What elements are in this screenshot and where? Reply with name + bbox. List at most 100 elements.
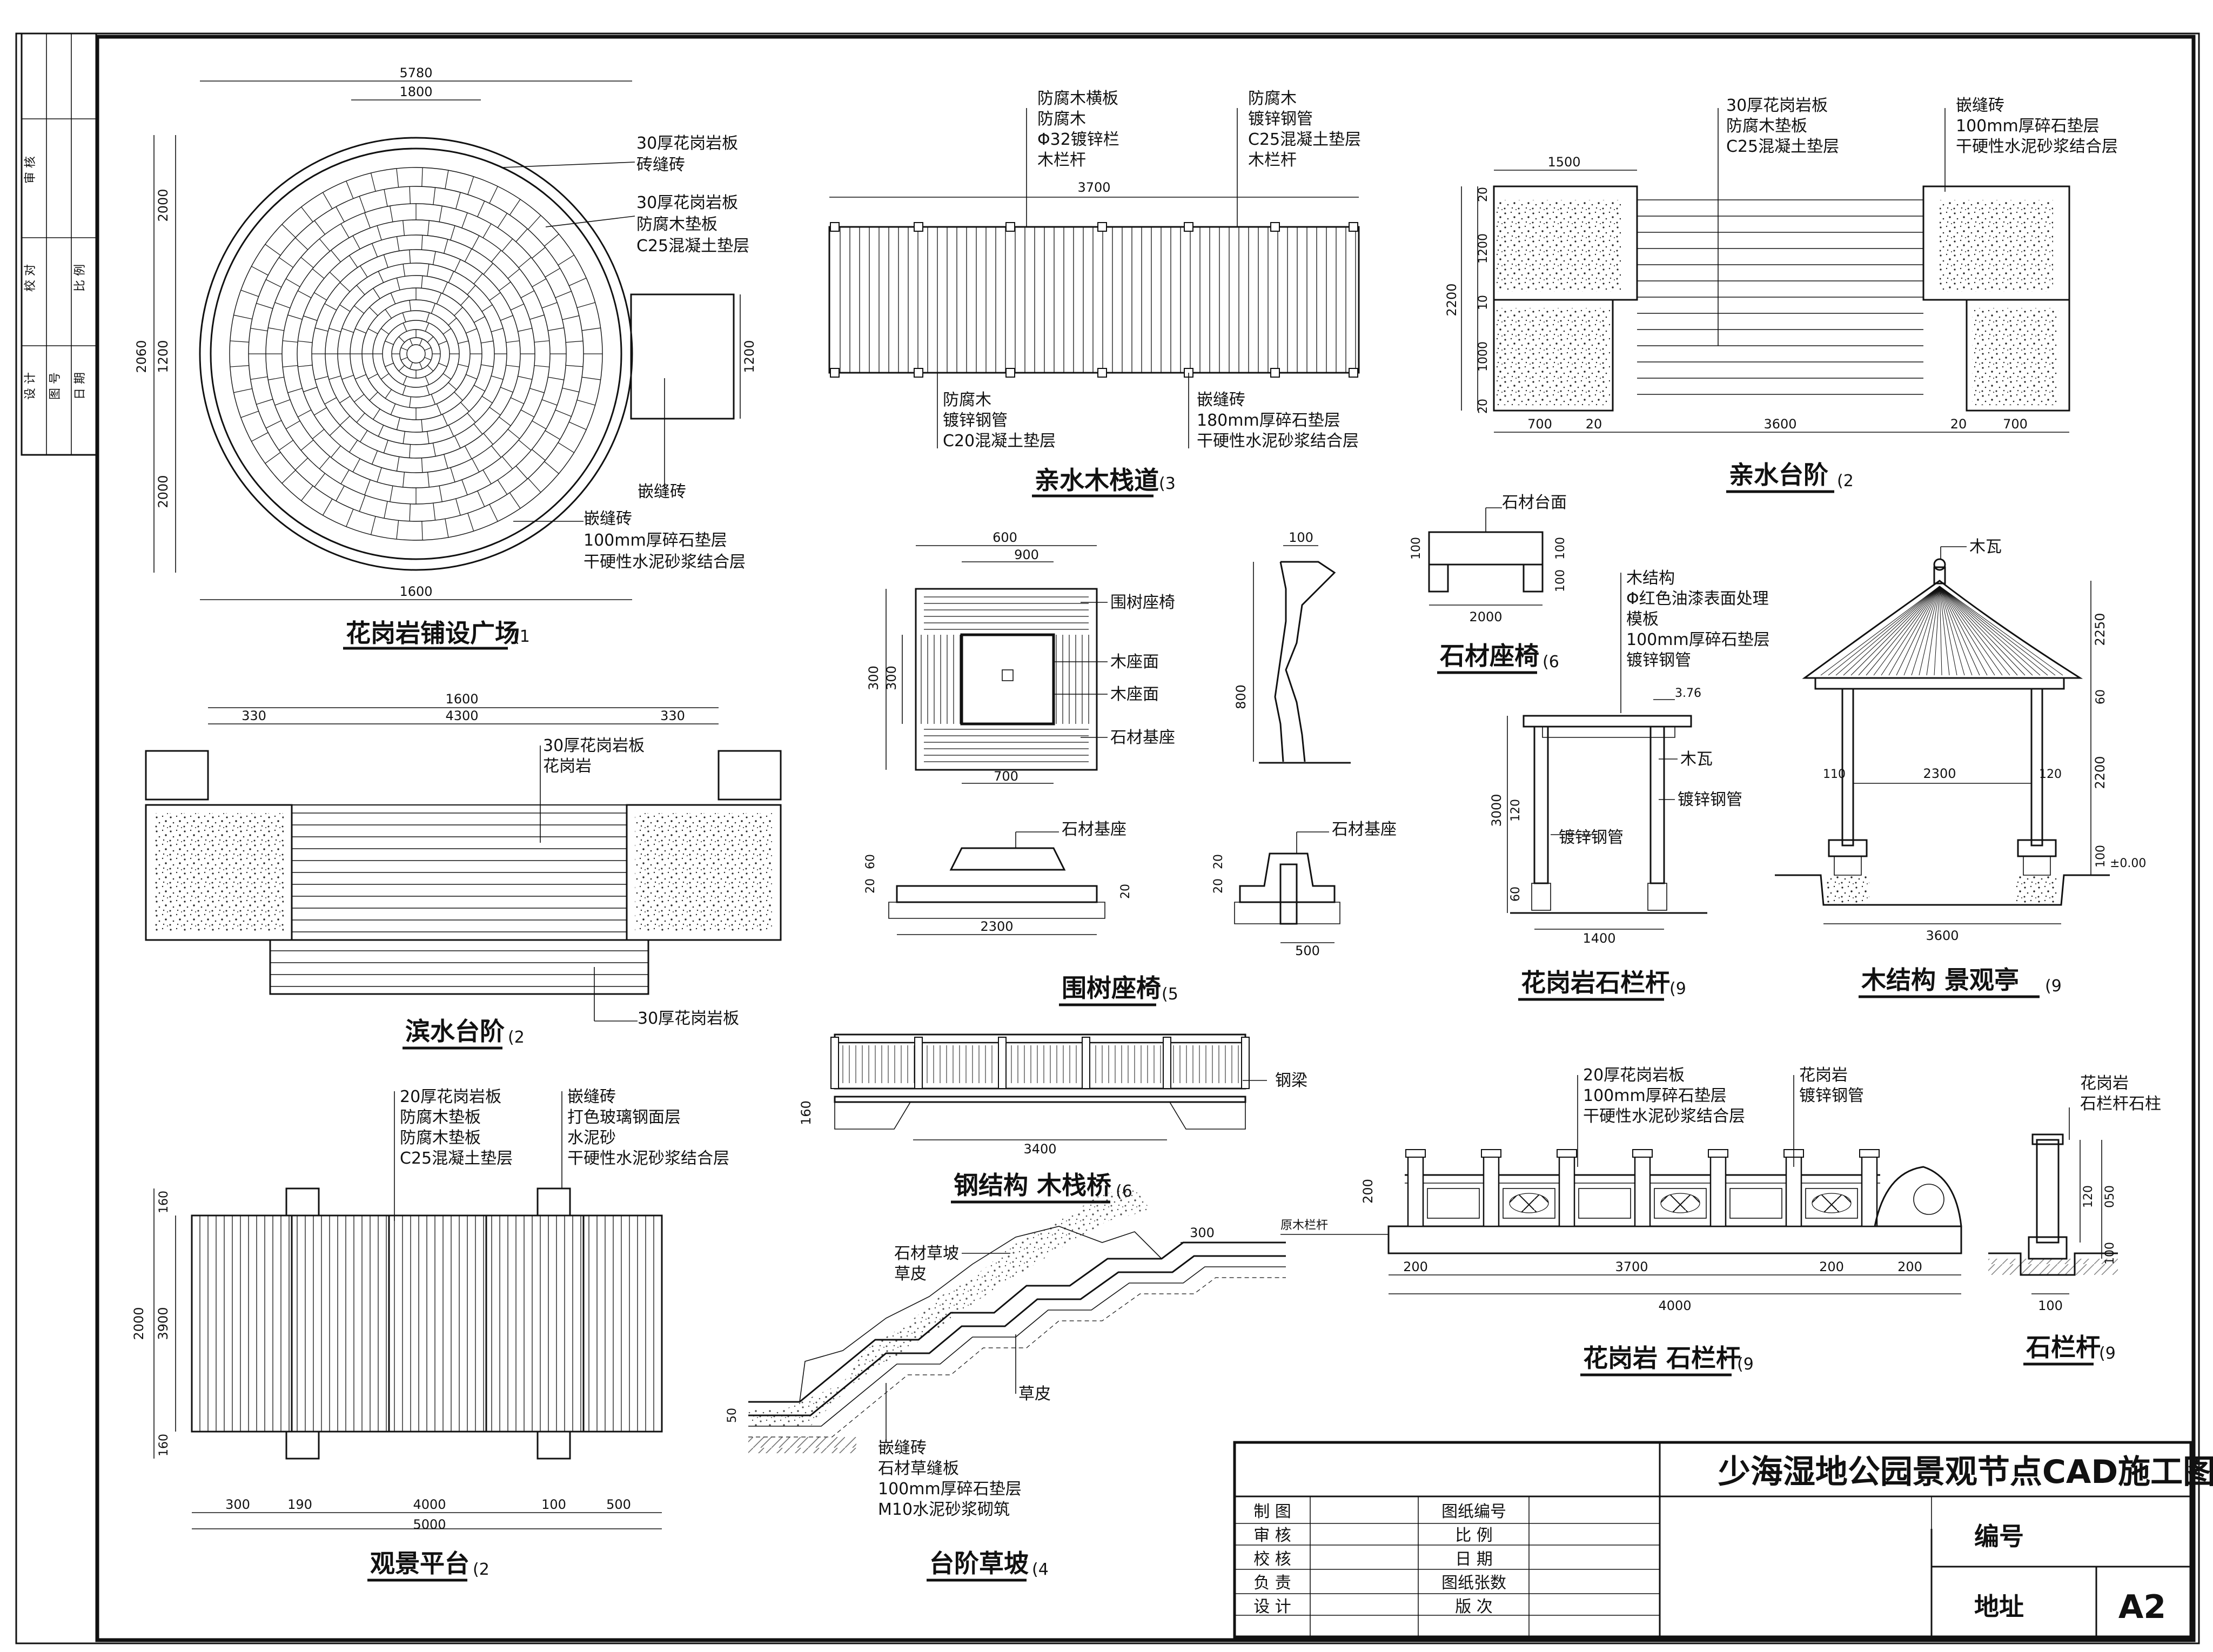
plaza-joint	[265, 452, 281, 464]
bridge-post	[830, 1037, 839, 1089]
plaza-joint	[489, 504, 498, 522]
tb-cell: 校 核	[1253, 1550, 1291, 1569]
railing-post	[1709, 1155, 1727, 1227]
plaza-label: 防腐木垫板	[636, 215, 717, 234]
plaza-joint	[279, 257, 293, 268]
plaza-joint	[438, 340, 447, 345]
plaza-joint	[532, 247, 546, 259]
plaza-joint	[352, 458, 360, 472]
baluster-dim: 100	[2103, 1242, 2117, 1265]
plaza-joint	[421, 235, 423, 250]
roof-tile	[1934, 586, 1940, 676]
slope-label: 嵌缝砖	[878, 1439, 927, 1458]
plaza-joint	[510, 304, 524, 311]
plaza-joint	[534, 365, 549, 367]
platform-dim: 300	[225, 1497, 250, 1512]
plaza-joint	[497, 213, 508, 228]
steps-b-title: 滨水台阶	[405, 1017, 505, 1046]
plaza-joint	[402, 312, 406, 323]
railing-dim: 200	[1403, 1259, 1428, 1274]
plaza-joint	[281, 224, 296, 238]
roof-tile	[1939, 586, 2026, 676]
plaza-label: 嵌缝砖	[638, 482, 686, 501]
plaza-joint	[312, 429, 325, 439]
plaza-joint	[473, 273, 483, 284]
pavilion-dim: 3600	[1926, 928, 1959, 943]
plaza-joint	[483, 433, 493, 445]
platform-dim: 3900	[156, 1307, 171, 1340]
railing-title: 花岗岩 石栏杆	[1583, 1344, 1741, 1373]
plaza-joint	[230, 365, 249, 367]
plaza-joint	[385, 389, 392, 399]
drawing-no-label: 编号	[1974, 1522, 2024, 1551]
detail-bridge: 3400 160 钢梁 钢结构 木栈桥 (6	[799, 1033, 1307, 1204]
plaza-joint	[518, 257, 532, 268]
plaza-joint	[477, 491, 485, 507]
plaza-joint	[576, 302, 595, 308]
plaza-joint	[281, 469, 296, 484]
steps-a-label: C25混凝土垫层	[1726, 137, 1839, 156]
railing-panel	[1578, 1188, 1631, 1219]
pavilion-roof-lines	[1820, 586, 2063, 676]
roof-tile	[1873, 586, 1940, 676]
boardwalk-label: 180mm厚碎石垫层	[1197, 411, 1340, 430]
slope-dim: 300	[1190, 1225, 1215, 1240]
plaza-joint	[464, 446, 472, 459]
plaza-joint	[427, 365, 434, 372]
pavilion-dim: 2250	[2093, 613, 2108, 646]
boardwalk-post	[914, 368, 923, 378]
plaza-joint	[396, 520, 399, 540]
detail-water-steps-b: 1600 330 4300 330 30厚花岗岩板 花岗岩 30厚花岗岩板 滨水…	[145, 691, 782, 1050]
boardwalk-label: 镀锌钢管	[1248, 110, 1313, 129]
roof-tile	[1919, 586, 1940, 676]
plaza-joint	[566, 365, 584, 367]
plaza-joint	[346, 509, 354, 527]
plaza-joint	[303, 315, 318, 321]
stone-seat-dim: 2000	[1469, 609, 1502, 624]
plaza-joint	[369, 392, 378, 401]
plaza-joint	[341, 328, 354, 333]
plaza-joint	[432, 442, 436, 456]
plaza-joint	[298, 365, 313, 367]
steps-a-lines	[1612, 199, 1923, 411]
plaza-joint	[501, 238, 513, 252]
plaza-ring	[210, 147, 622, 560]
roof-tile	[1850, 586, 1940, 676]
plaza-joint	[534, 340, 549, 343]
plaza-joint	[562, 315, 579, 320]
plaza-joint	[507, 268, 520, 279]
steps-a-dim: 20	[1477, 399, 1490, 414]
plaza-joint	[377, 467, 382, 482]
plaza-joint	[427, 472, 430, 487]
plaza-ring	[199, 137, 633, 571]
plaza-joint	[439, 486, 442, 502]
pavilion-label: 木瓦	[1969, 538, 2002, 556]
railing-dim: 3700	[1615, 1259, 1648, 1274]
plaza-joint	[314, 407, 327, 415]
pavilion-dim: 2300	[1923, 766, 1956, 781]
plaza-joint	[426, 312, 430, 323]
side-strip-text: 日 期	[73, 372, 87, 400]
baluster-label: 石栏杆石柱	[2080, 1094, 2161, 1113]
plaza-joint	[489, 407, 501, 415]
plaza-joint	[403, 431, 405, 444]
plaza-joint	[369, 307, 378, 316]
plaza-joint	[409, 339, 413, 346]
bridge-post	[998, 1037, 1007, 1089]
plaza-joint	[401, 347, 408, 351]
plaza-joint	[403, 220, 405, 236]
plaza-joint	[438, 362, 447, 367]
steps-b-label: 花岗岩	[543, 757, 592, 776]
plaza-joint	[378, 425, 384, 437]
pergola-dim: 1400	[1582, 931, 1615, 946]
railing-carving	[1509, 1193, 1549, 1213]
plaza-joint	[265, 420, 282, 429]
plaza-joint	[355, 374, 366, 380]
plaza-joint	[359, 495, 366, 512]
plaza-joint	[314, 473, 325, 487]
bench-dim: 20	[1212, 878, 1225, 894]
railing-label: 100mm厚碎石垫层	[1583, 1086, 1727, 1105]
plaza-title: 花岗岩铺设广场	[346, 619, 520, 648]
boardwalk-label: 镀锌钢管	[943, 411, 1008, 430]
